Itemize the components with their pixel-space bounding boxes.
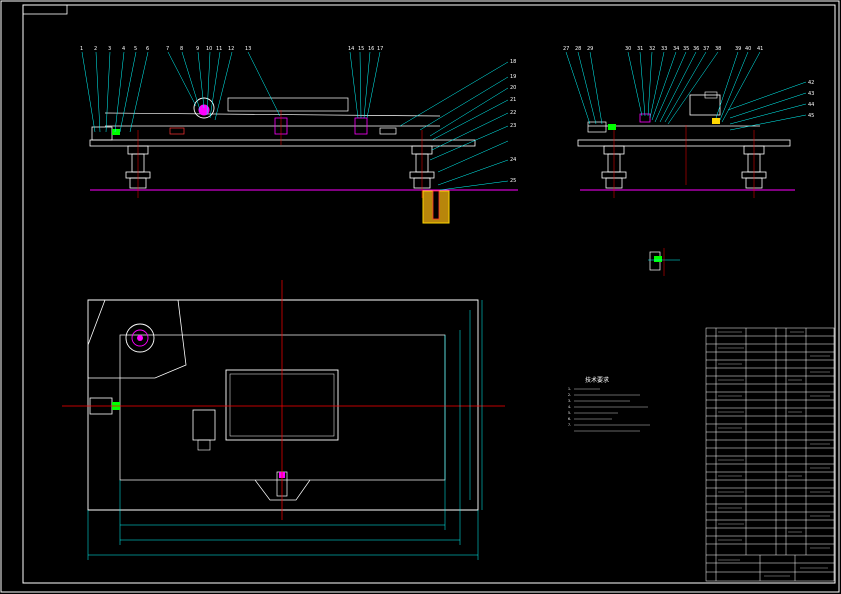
front-callout-labels: 1 2 3 4 5 6 7 8 9 10 11 12 13 14 15 16 1… (80, 46, 516, 184)
callout-11: 11 (216, 46, 222, 52)
front-right-leaders (399, 61, 509, 191)
side-motor-cap (704, 91, 718, 99)
detail-view (648, 248, 680, 276)
plan-rotor (125, 323, 155, 353)
callout-10: 10 (206, 46, 212, 52)
plan-dimensions (87, 300, 483, 560)
callout-19: 19 (510, 74, 516, 80)
callout-17: 17 (377, 46, 383, 52)
plan-rotor-inner (131, 329, 149, 347)
side-top-leaders (565, 51, 761, 125)
callout-31: 31 (637, 46, 643, 52)
drive-hub (198, 104, 210, 116)
callout-34: 34 (673, 46, 679, 52)
callout-22: 22 (510, 110, 516, 116)
notes-line-6: 6. (568, 417, 571, 421)
callout-44: 44 (808, 102, 814, 108)
parts-list-text-strokes (718, 331, 830, 577)
left-cylinder (91, 126, 113, 141)
callout-40: 40 (745, 46, 751, 52)
callout-37: 37 (703, 46, 709, 52)
callout-16: 16 (368, 46, 374, 52)
notes-line-3: 3. (568, 399, 571, 403)
plan-motor (192, 409, 216, 441)
carriage-block (227, 97, 349, 112)
plan-bottom-notch (254, 479, 311, 501)
callout-4: 4 (122, 46, 125, 52)
front-elevation-view: 1 2 3 4 5 6 7 8 9 10 11 12 13 14 15 16 1… (80, 46, 518, 224)
callout-42: 42 (808, 80, 814, 86)
side-fitting-yellow (712, 118, 720, 124)
sheet-inner-frame (22, 4, 836, 584)
title-tab (22, 4, 68, 15)
front-top-leaders (81, 51, 381, 133)
callout-30: 30 (625, 46, 631, 52)
rail-block-1 (169, 127, 185, 135)
callout-12: 12 (228, 46, 234, 52)
callout-38: 38 (715, 46, 721, 52)
callout-45: 45 (808, 113, 814, 119)
callout-23: 23 (510, 123, 516, 129)
callout-25: 25 (510, 178, 516, 184)
callout-3: 3 (108, 46, 111, 52)
plan-motor-base (197, 439, 211, 451)
callout-41: 41 (757, 46, 763, 52)
callout-5: 5 (134, 46, 137, 52)
left-fitting (112, 129, 120, 135)
technical-notes: 技术要求 1. 2. 3. 4. 5. 6. 7. (568, 376, 650, 432)
parts-list-table (705, 327, 835, 582)
side-fitting-green (608, 124, 616, 130)
callout-21: 21 (510, 97, 516, 103)
side-elevation-view: 27 28 29 30 31 32 33 34 35 36 37 38 39 4… (563, 46, 814, 198)
notes-title: 技术要求 (585, 376, 609, 384)
callout-27: 27 (563, 46, 569, 52)
side-cylinder (587, 121, 607, 133)
notes-line-2: 2. (568, 393, 571, 397)
drive-wheel (193, 97, 215, 119)
plan-inner-frame (119, 334, 446, 481)
callout-18: 18 (510, 59, 516, 65)
upper-rail-2 (104, 112, 441, 117)
plan-view (62, 280, 505, 560)
side-base-frame (577, 139, 791, 147)
plan-rotor-hub (137, 335, 143, 341)
notes-text-strokes (574, 388, 650, 432)
callout-28: 28 (575, 46, 581, 52)
callout-15: 15 (358, 46, 364, 52)
base-frame (89, 139, 476, 147)
callout-2: 2 (94, 46, 97, 52)
callout-8: 8 (180, 46, 183, 52)
callout-13: 13 (245, 46, 251, 52)
callout-6: 6 (146, 46, 149, 52)
notes-line-5: 5. (568, 411, 571, 415)
callout-36: 36 (693, 46, 699, 52)
callout-29: 29 (587, 46, 593, 52)
callout-7: 7 (166, 46, 169, 52)
callout-1: 1 (80, 46, 83, 52)
side-callout-labels: 27 28 29 30 31 32 33 34 35 36 37 38 39 4… (563, 46, 814, 119)
callout-43: 43 (808, 91, 814, 97)
callout-35: 35 (683, 46, 689, 52)
callout-33: 33 (661, 46, 667, 52)
notes-line-7: 7. (568, 423, 571, 427)
plan-pivot-housing (87, 299, 187, 379)
callout-9: 9 (196, 46, 199, 52)
rail-block-4 (379, 127, 397, 135)
plan-outline (87, 299, 479, 511)
foundation-bolt (432, 190, 440, 220)
notes-line-4: 4. (568, 405, 571, 409)
callout-32: 32 (649, 46, 655, 52)
notes-line-1: 1. (568, 387, 571, 391)
side-right-leaders (727, 81, 807, 131)
callout-20: 20 (510, 85, 516, 91)
callout-14: 14 (348, 46, 354, 52)
callout-39: 39 (735, 46, 741, 52)
callout-24: 24 (510, 157, 516, 163)
